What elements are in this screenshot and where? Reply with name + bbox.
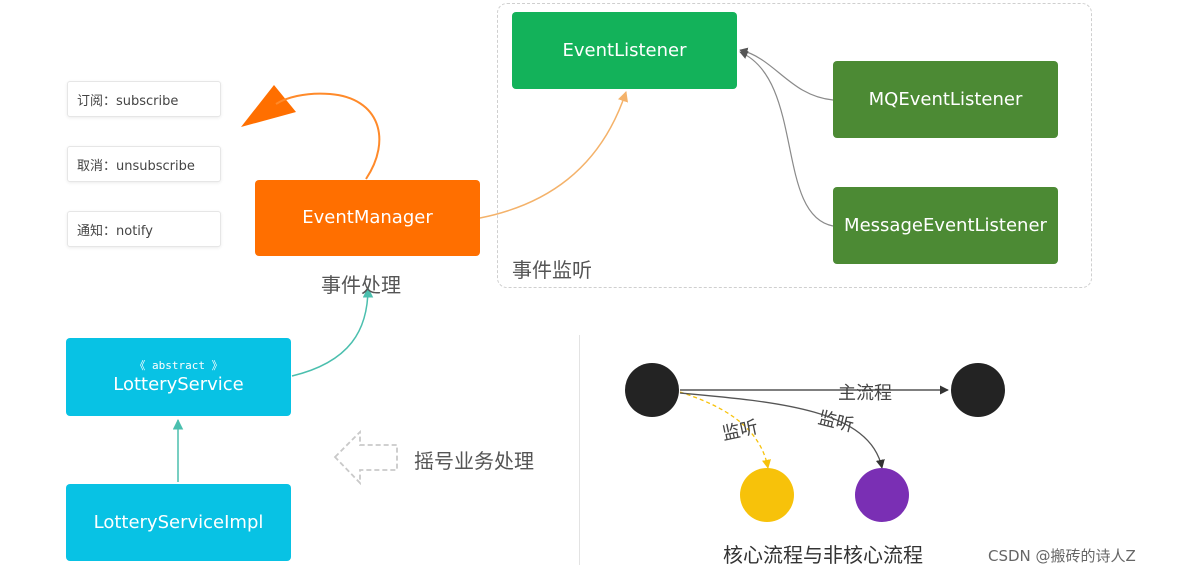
event-manager-node[interactable]: EventManager	[255, 180, 480, 256]
lottery-service-label: LotteryService	[113, 373, 244, 395]
event-manager-label: EventManager	[302, 207, 433, 228]
flow-purple-node	[855, 468, 909, 522]
event-listener-label: EventListener	[562, 39, 687, 61]
hollow-left-arrow	[333, 429, 398, 486]
flow-end-node	[951, 363, 1005, 417]
event-handling-caption: 事件处理	[321, 273, 401, 297]
self-loop-arrowhead	[241, 85, 296, 127]
abstract-stereotype: 《 abstract 》	[134, 358, 223, 372]
watermark: CSDN @搬砖的诗人Z	[988, 547, 1136, 565]
service-to-manager-connector	[291, 286, 374, 377]
flow-caption: 核心流程与非核心流程	[723, 543, 923, 567]
event-listen-caption: 事件监听	[512, 258, 592, 282]
mq-to-listener-connector	[739, 47, 834, 101]
main-flow-label: 主流程	[838, 383, 892, 404]
message-event-listener-label: MessageEventListener	[844, 214, 1047, 236]
lottery-service-impl-label: LotteryServiceImpl	[93, 511, 264, 533]
listen-label-left: 监听	[720, 417, 760, 445]
listen-edge-right	[679, 392, 885, 469]
draw-business-caption: 摇号业务处理	[414, 449, 534, 473]
event-listen-frame	[497, 3, 1092, 288]
mq-event-listener-node[interactable]: MQEventListener	[833, 61, 1058, 138]
section-divider	[579, 335, 580, 565]
listen-edge-left	[679, 391, 771, 469]
op-unsubscribe: 取消：unsubscribe	[67, 146, 221, 182]
flow-start-node	[625, 363, 679, 417]
mq-event-listener-label: MQEventListener	[868, 88, 1023, 110]
manager-to-listener-connector	[479, 91, 628, 219]
lottery-service-impl-node[interactable]: LotteryServiceImpl	[66, 484, 291, 561]
event-manager-self-loop	[275, 92, 381, 180]
listen-label-right: 监听	[816, 407, 856, 436]
flow-yellow-node	[740, 468, 794, 522]
lottery-service-node[interactable]: 《 abstract 》 LotteryService	[66, 338, 291, 416]
message-to-listener-connector	[739, 51, 834, 227]
message-event-listener-node[interactable]: MessageEventListener	[833, 187, 1058, 264]
op-subscribe: 订阅：subscribe	[67, 81, 221, 117]
event-listener-node[interactable]: EventListener	[512, 12, 737, 89]
op-notify: 通知：notify	[67, 211, 221, 247]
